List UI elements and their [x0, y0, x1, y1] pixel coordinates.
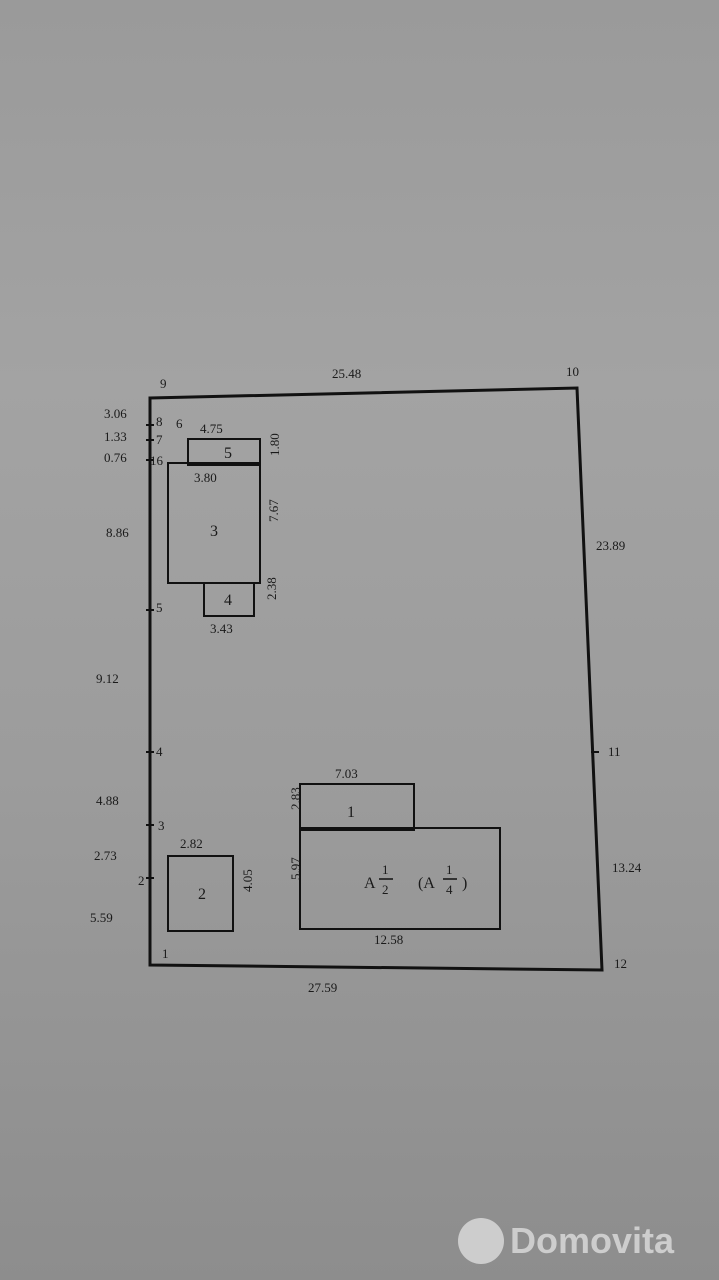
point-16: 16 — [150, 453, 164, 468]
dim-left-3: 0.76 — [104, 450, 127, 465]
dim-b2-right: 4.05 — [240, 869, 255, 892]
building-3-label: 3 — [210, 523, 218, 540]
dim-b4-right: 2.38 — [264, 577, 279, 600]
building-2-label: 2 — [198, 886, 206, 903]
building-a-frac-den: 2 — [382, 882, 389, 897]
dim-b5-right: 1.80 — [267, 433, 282, 456]
building-a-paren-close: ) — [462, 875, 467, 892]
building-5-label: 5 — [224, 445, 232, 462]
point-10: 10 — [566, 364, 579, 379]
point-6: 6 — [176, 416, 183, 431]
building-a-frac-num: 1 — [382, 862, 389, 877]
building-a-paren-frac-num: 1 — [446, 862, 453, 877]
dim-left-5: 9.12 — [96, 671, 119, 686]
point-11: 11 — [608, 744, 621, 759]
point-7: 7 — [156, 432, 163, 447]
watermark: Domovita — [458, 1218, 674, 1264]
dim-left-8: 5.59 — [90, 910, 113, 925]
dim-b3-right: 7.67 — [266, 499, 281, 522]
dim-b5-top: 4.75 — [200, 421, 223, 436]
dim-left-2: 1.33 — [104, 429, 127, 444]
dim-b4-bottom: 3.43 — [210, 621, 233, 636]
dim-right-upper: 23.89 — [596, 538, 625, 553]
point-9: 9 — [160, 376, 167, 391]
plot-boundary — [148, 386, 604, 972]
dim-left-7: 2.73 — [94, 848, 117, 863]
dim-ba-left: 5.97 — [288, 857, 303, 880]
dim-b1-top: 7.03 — [335, 766, 358, 781]
point-5: 5 — [156, 600, 163, 615]
building-4 — [203, 582, 255, 617]
dim-b1-left: 2.83 — [288, 787, 303, 810]
boundary-ticks — [146, 424, 599, 879]
building-1 — [299, 783, 415, 831]
watermark-logo-icon — [458, 1218, 504, 1264]
dim-left-4: 8.86 — [106, 525, 129, 540]
dim-top: 25.48 — [332, 366, 361, 381]
building-4-label: 4 — [224, 592, 232, 609]
dim-ba-bottom: 12.58 — [374, 932, 403, 947]
building-a — [299, 827, 501, 930]
building-a-paren-frac-den: 4 — [446, 882, 453, 897]
point-8: 8 — [156, 414, 163, 429]
dim-right-lower: 13.24 — [612, 860, 642, 875]
dim-bottom: 27.59 — [308, 980, 337, 995]
point-2: 2 — [138, 873, 145, 888]
watermark-text: Domovita — [510, 1220, 675, 1261]
point-3: 3 — [158, 818, 165, 833]
point-12: 12 — [614, 956, 627, 971]
building-a-letter: A — [364, 875, 376, 892]
dim-left-1: 3.06 — [104, 406, 127, 421]
building-5 — [187, 438, 261, 466]
dim-b3-top: 3.80 — [194, 470, 217, 485]
building-a-label: A 1 2 (A 1 4 ) — [364, 862, 467, 897]
building-1-label: 1 — [347, 804, 355, 821]
point-1: 1 — [162, 946, 169, 961]
point-4: 4 — [156, 744, 163, 759]
dim-b2-top: 2.82 — [180, 836, 203, 851]
dim-left-6: 4.88 — [96, 793, 119, 808]
building-a-paren-label: (A — [418, 875, 435, 892]
building-2 — [167, 855, 234, 932]
